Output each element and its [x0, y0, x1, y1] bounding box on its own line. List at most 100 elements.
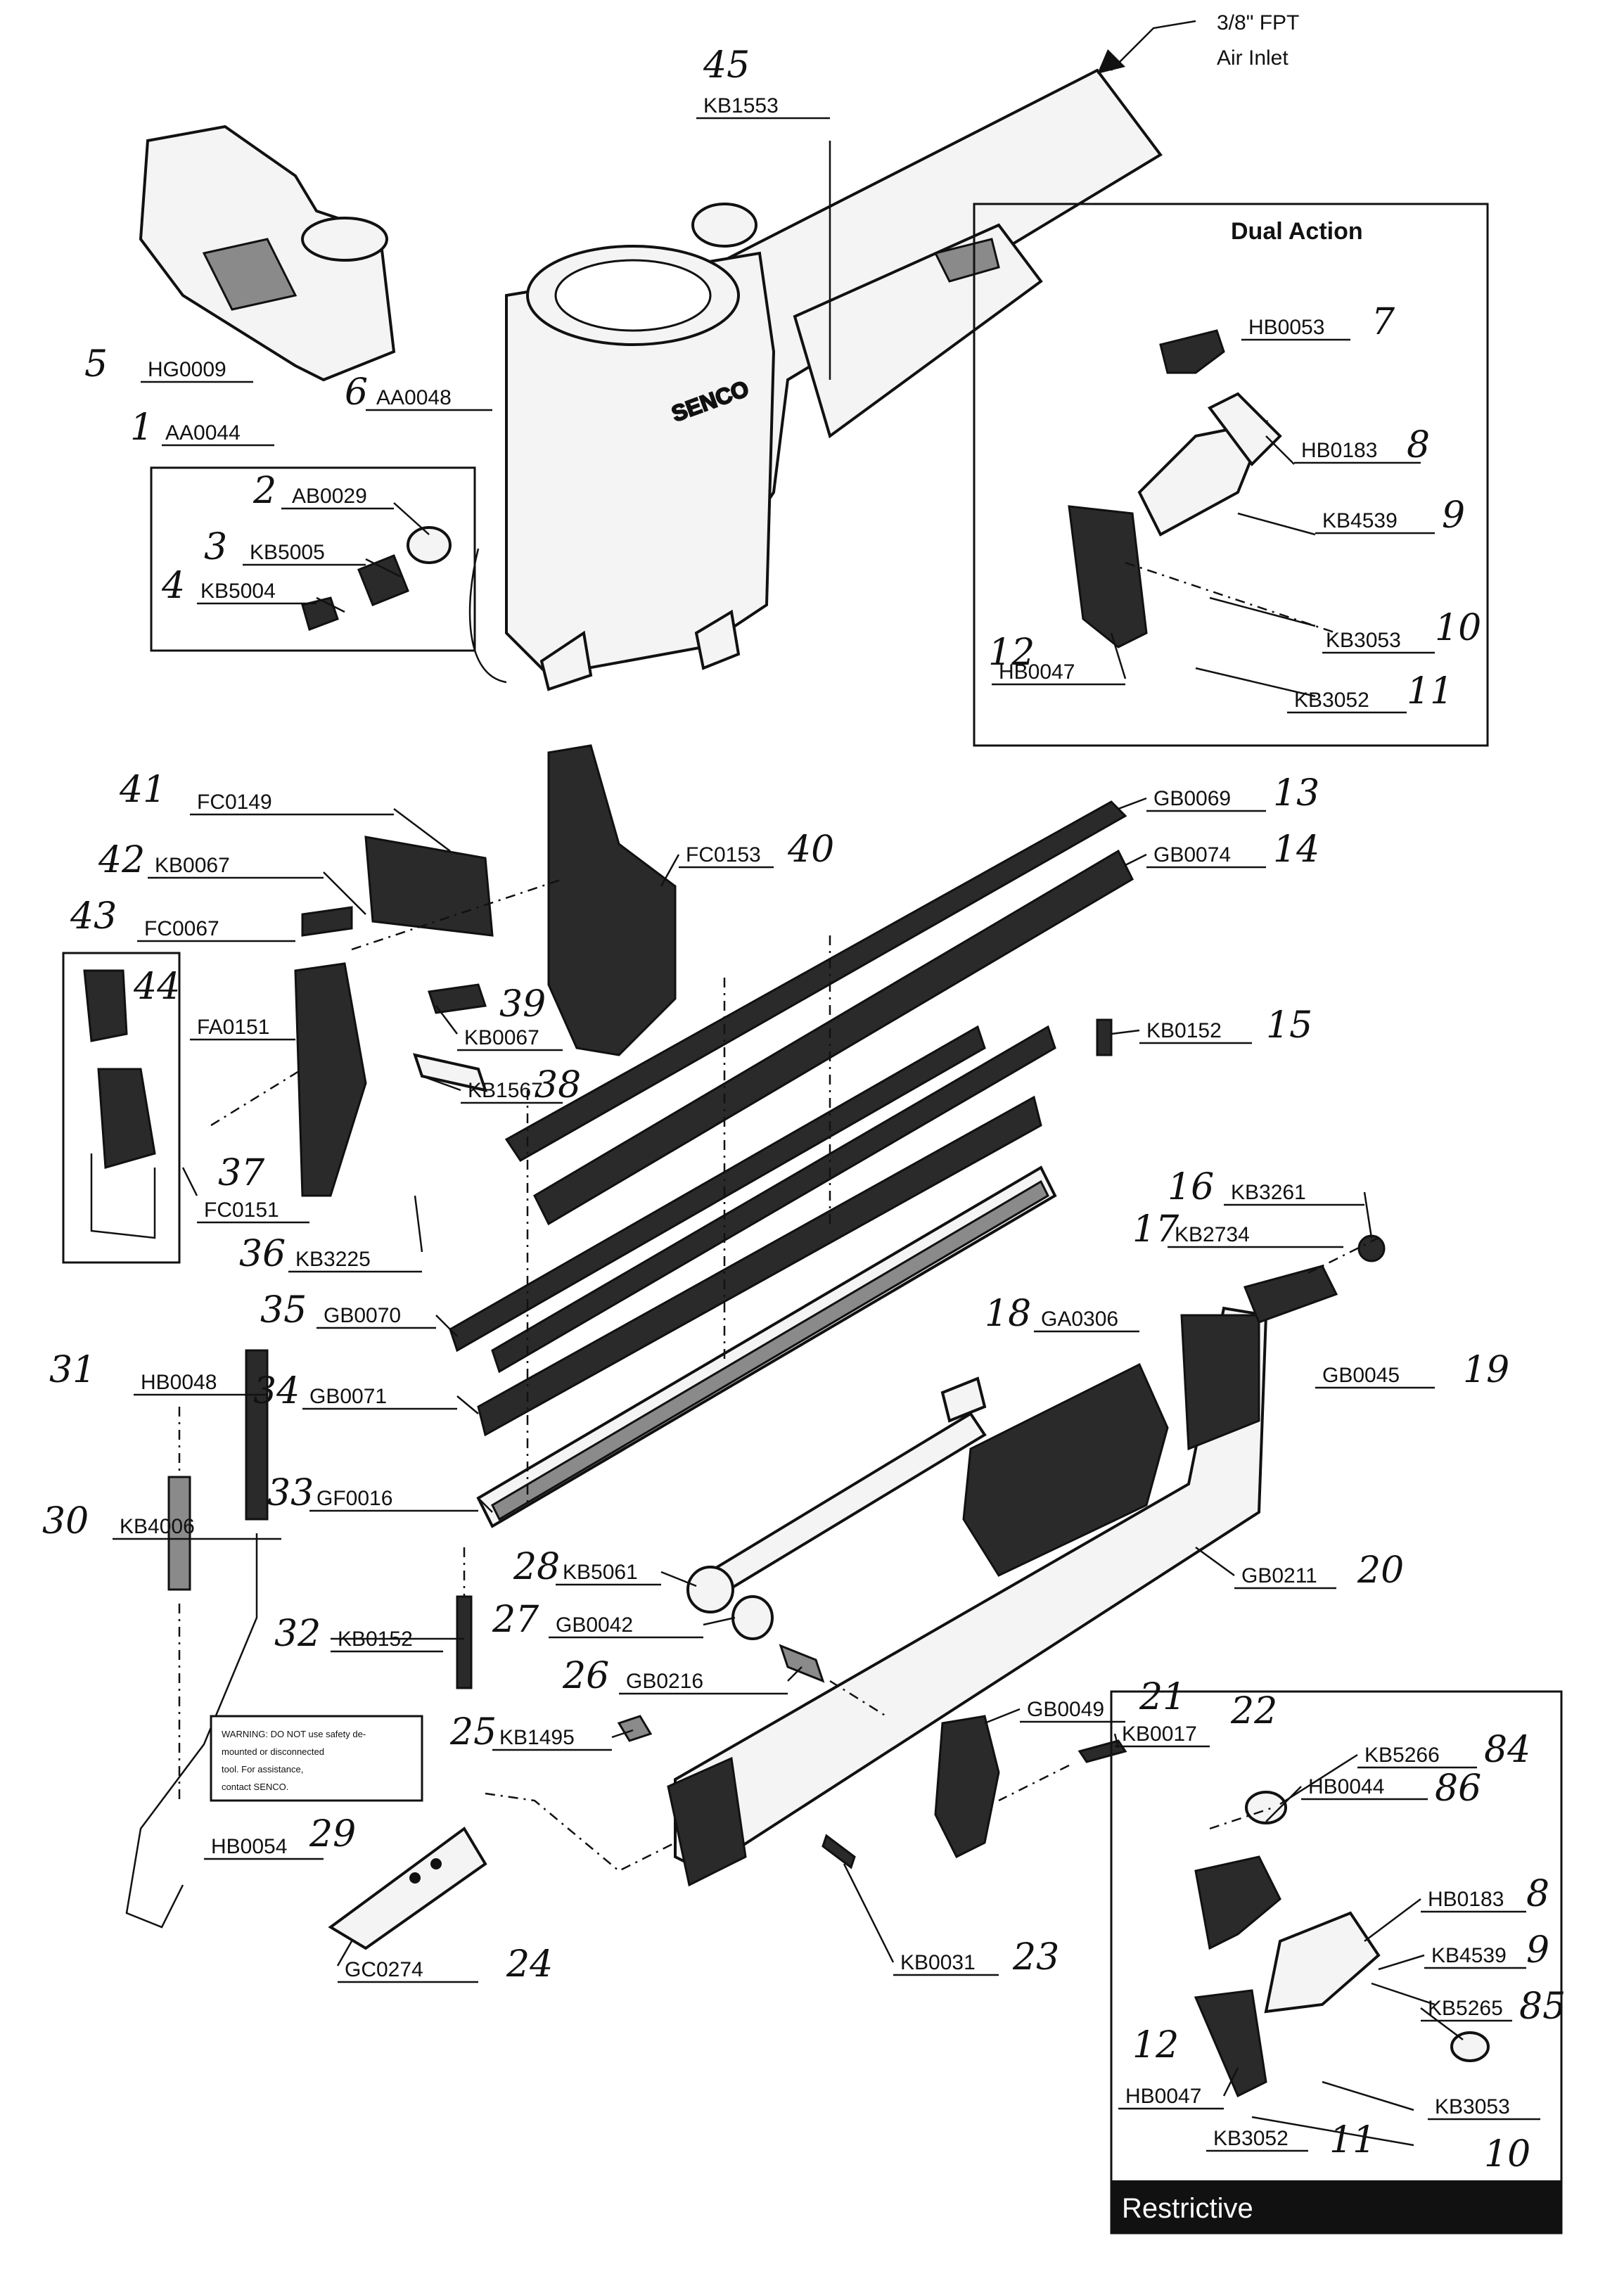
air-inlet-label-line1: 3/8" FPT — [1217, 11, 1299, 34]
label-leader-line — [984, 1708, 1021, 1725]
actuator-arm — [125, 1349, 269, 1929]
part-ref-number: 86 — [1435, 1767, 1481, 1810]
dual-action-parts — [1068, 329, 1337, 698]
label-leader-line — [611, 1729, 634, 1739]
part-ref-number: 19 — [1463, 1349, 1509, 1391]
part-ref-number: 43 — [70, 895, 117, 938]
part-ref-number: 24 — [506, 1943, 553, 1986]
label-leader-line — [478, 1497, 493, 1513]
part-code-label: KB0067 — [464, 1026, 539, 1049]
part-code-label: KB3225 — [295, 1248, 371, 1271]
label-leader-line — [1420, 2007, 1464, 2040]
label-leader-line — [1195, 1546, 1235, 1577]
part-code-label: HB0048 — [141, 1371, 217, 1394]
part-ref-number: 39 — [499, 983, 546, 1025]
part-code-label: GB0049 — [1027, 1698, 1104, 1721]
part-ref-number: 41 — [119, 769, 166, 811]
main-housing: SENCO — [468, 68, 1163, 691]
part-code-label: HB0054 — [211, 1835, 287, 1858]
part-code-label: GB0074 — [1153, 843, 1231, 867]
part-ref-number: 20 — [1357, 1549, 1404, 1592]
part-ref-number: 35 — [260, 1289, 307, 1331]
label-leader-line — [1265, 1786, 1302, 1822]
part-ref-number: 8 — [1407, 424, 1430, 466]
part-ref-number: 38 — [535, 1064, 581, 1106]
part-code-label: GF0016 — [317, 1487, 392, 1510]
part-ref-number: 31 — [49, 1349, 96, 1391]
label-leader-line — [414, 1195, 423, 1253]
part-ref-number: 33 — [267, 1472, 314, 1514]
label-leader-line — [660, 1571, 697, 1587]
part-code-label: KB3052 — [1213, 2127, 1289, 2150]
part-ref-number: 11 — [1407, 670, 1453, 712]
part-ref-number: 7 — [1372, 301, 1395, 343]
part-ref-number: 3 — [204, 526, 227, 568]
part-code-label: AA0048 — [376, 386, 452, 409]
warning-line-3: tool. For assistance, — [222, 1764, 303, 1775]
label-leader-line — [660, 854, 680, 887]
label-leader-line — [1125, 853, 1147, 867]
part-ref-number: 23 — [1012, 1936, 1059, 1978]
part-code-label: AA0044 — [165, 421, 241, 445]
restrictive-title: Restrictive — [1122, 2193, 1253, 2224]
dual-action-panel — [973, 203, 1489, 747]
part-ref-number: 1 — [130, 407, 153, 449]
label-leader-line — [365, 558, 402, 578]
part-ref-number: 26 — [562, 1655, 609, 1697]
part-ref-number: 34 — [253, 1370, 300, 1412]
label-leader-line — [703, 1616, 736, 1626]
latch-parts — [83, 969, 156, 1239]
part-code-label: KB2734 — [1175, 1223, 1250, 1246]
warning-decal: WARNING: DO NOT use safety de- mounted o… — [210, 1715, 423, 1802]
part-ref-number: 9 — [1442, 494, 1465, 537]
warning-line-2: mounted or disconnected — [222, 1746, 324, 1757]
part-code-label: HB0044 — [1308, 1775, 1384, 1798]
part-code-label: KB4006 — [120, 1515, 195, 1538]
part-ref-number: 22 — [1230, 1690, 1277, 1732]
restrictive-title-bar — [1111, 2180, 1561, 2233]
part-code-label: GB0216 — [626, 1670, 703, 1693]
part-ref-number: 29 — [309, 1813, 356, 1855]
label-leader-line — [421, 1075, 461, 1092]
screws — [456, 1547, 1127, 1869]
label-leader-line — [323, 871, 366, 915]
part-code-label: GB0042 — [556, 1613, 633, 1637]
part-ref-number: 12 — [1132, 2024, 1179, 2066]
part-ref-number: 28 — [513, 1546, 560, 1588]
label-leader-line — [336, 1941, 353, 1967]
part-code-label: KB3261 — [1231, 1181, 1306, 1204]
part-code-label: KB3053 — [1326, 629, 1401, 652]
air-inlet-callout: 3/8" FPT Air Inlet — [1097, 11, 1299, 74]
label-leader-line — [843, 1863, 895, 1963]
part-code-label: GA0306 — [1041, 1308, 1118, 1331]
part-code-label: KB5266 — [1364, 1744, 1440, 1767]
part-code-label: FA0151 — [197, 1016, 269, 1039]
part-ref-number: 30 — [42, 1500, 89, 1542]
part-code-label: KB3053 — [1435, 2095, 1510, 2118]
part-ref-number: 44 — [133, 966, 180, 1008]
part-ref-number: 42 — [98, 839, 145, 881]
label-leader-line — [393, 502, 430, 535]
restrictive-parts — [1194, 1791, 1490, 2147]
part-ref-number: 5 — [84, 343, 108, 385]
part-code-label: KB4539 — [1431, 1944, 1507, 1967]
part-code-label: GB0071 — [309, 1385, 387, 1408]
part-ref-number: 6 — [345, 371, 368, 414]
part-code-label: FC0151 — [204, 1198, 279, 1222]
part-code-label: KB4539 — [1322, 509, 1398, 532]
part-ref-number: 10 — [1484, 2133, 1530, 2175]
part-code-label: KB5061 — [563, 1561, 638, 1584]
part-code-label: FC0153 — [686, 843, 761, 867]
nose-piece — [328, 1792, 676, 1950]
part-ref-number: 12 — [988, 632, 1035, 674]
part-ref-number: 27 — [492, 1599, 539, 1641]
part-code-label: FC0149 — [197, 791, 272, 814]
label-leader-line — [1118, 797, 1147, 810]
part-code-label: GB0069 — [1153, 787, 1231, 810]
part-code-label: HB0047 — [999, 660, 1075, 684]
part-code-label: KB1495 — [499, 1726, 575, 1749]
driver-guide-group — [210, 744, 677, 1197]
part-code-label: KB0031 — [900, 1951, 976, 1974]
